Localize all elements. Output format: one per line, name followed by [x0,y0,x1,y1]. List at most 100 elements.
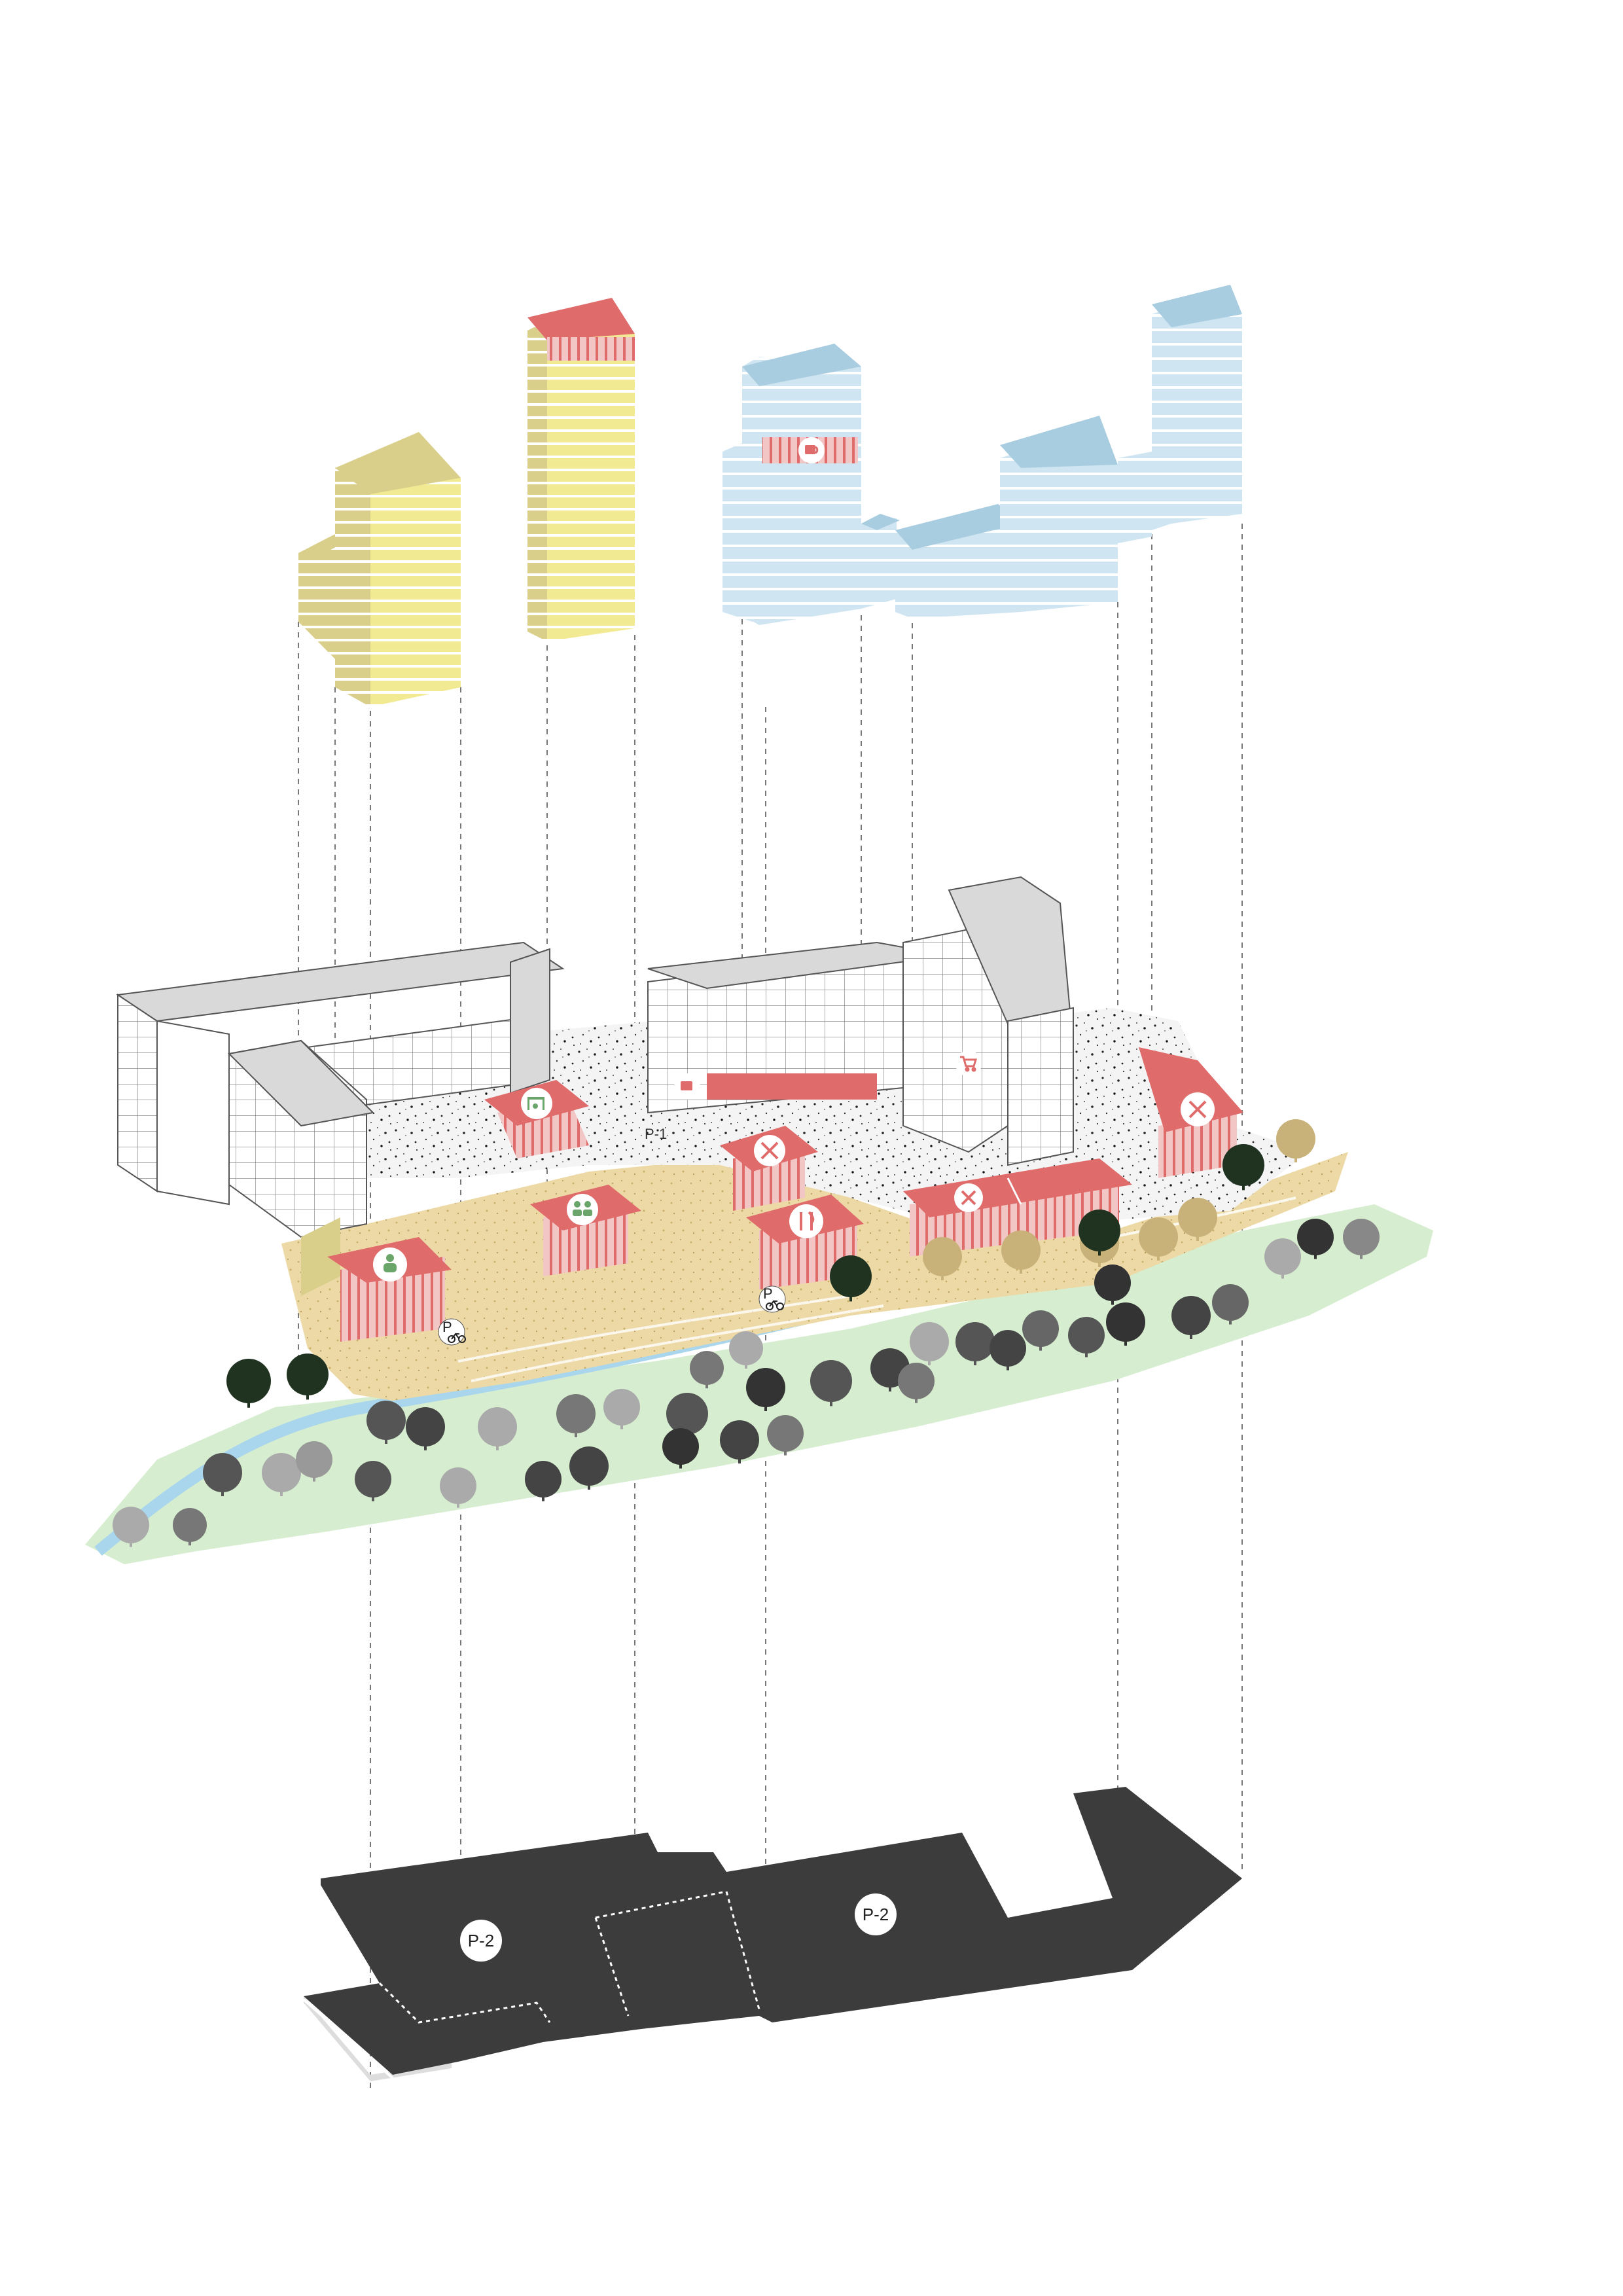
slab-dashed-boundary [378,1890,760,2024]
tree-icon [1343,1219,1380,1259]
slab-top [304,1787,1242,2075]
tree-icon [1212,1284,1249,1325]
existing-northeast-tower-front [1007,1007,1074,1166]
office-mid-front [912,524,1021,619]
tower-center-front [547,321,635,641]
office-link-roof [861,514,900,530]
tree-icon [525,1461,562,1501]
parking-label-p2-right: P-2 [863,1905,889,1924]
tree-icon [556,1394,596,1437]
office-west-roof [742,344,861,386]
tree-icon [1276,1119,1315,1162]
shop-badge [955,1050,982,1077]
office-west-side [742,357,759,625]
playground-icon [527,1097,544,1110]
tree-icon [569,1446,609,1490]
tree-icon [990,1330,1026,1371]
housing-tower-left [298,432,461,707]
basement-parking-slab: P-2 P-2 [302,1787,1243,2081]
office-tower-side [1152,308,1171,530]
tree-icon [1106,1302,1145,1346]
tree-icon [1139,1217,1178,1261]
existing-west-block-front [156,1020,230,1206]
tower-center-side [527,321,547,641]
existing-west-block-side [117,994,158,1193]
tree-icon [287,1354,329,1400]
tree-icon [662,1428,699,1469]
tree-icon [810,1360,852,1407]
office-gap-low [1118,452,1152,543]
office-mid-roof [895,504,1021,550]
tree-icon [603,1389,640,1429]
tree-icon [1094,1265,1131,1305]
existing-tall-block [510,948,550,1094]
pavilion-community [530,1185,641,1276]
tree-icon [1264,1238,1301,1279]
tree-icon [366,1401,406,1444]
tree-icon [173,1508,207,1546]
parking-label-p2-left: P-2 [468,1931,494,1950]
tree-icon [746,1368,785,1411]
tree-icon [203,1453,242,1496]
office-mid-side [895,530,912,619]
tree-icon [1068,1317,1105,1357]
tree-icon [898,1363,935,1403]
office-cluster [722,285,1242,625]
tower-center-red-band [547,337,635,361]
tree-icon [226,1359,271,1408]
tree-icon [262,1453,301,1496]
pavilion-childcare: P [301,1217,466,1346]
people-icon [573,1201,592,1216]
existing-buildings [116,876,1075,1238]
office-tower-roof [1152,285,1242,327]
office-east-side [1000,452,1021,612]
pavilion-workshop-east [1139,1047,1243,1178]
parking-label-p1: P-1 [645,1126,667,1142]
tower-left-front [370,455,461,707]
shop-frontage [707,1073,877,1100]
tree-icon [666,1393,708,1439]
wrench-tools-icon [961,1190,976,1206]
bicycle-icon [766,1300,784,1310]
tree-icon [406,1407,445,1450]
tree-icon [923,1237,962,1280]
tree-icon [1079,1210,1120,1256]
office-link-low [861,517,897,609]
shopping-cart-icon [960,1056,978,1072]
tree-icon [910,1322,949,1365]
tree-icon [720,1420,759,1463]
parking-p2-badge-left [460,1920,502,1962]
office-east-roof [1000,416,1118,468]
trees [113,1119,1380,1547]
tree-icon [1178,1198,1217,1241]
office-west-front [759,357,861,625]
baby-icon [383,1254,397,1272]
tree-icon [955,1322,995,1365]
office-east-front [1021,452,1118,612]
tree-icon [830,1255,872,1302]
wrench-tools-icon [1188,1100,1207,1119]
tree-icon [355,1461,391,1501]
parking-p2-badge-right [855,1893,897,1935]
existing-west-block-roof [116,941,565,1022]
existing-south-wing-roof [227,1039,375,1127]
office-tower-front [1171,308,1242,524]
tree-icon [690,1351,724,1389]
tower-left-side [335,455,370,707]
tower-center-roof [527,298,635,340]
wrench-tools-icon [760,1141,779,1160]
tower-left-roof [335,432,461,494]
housing-tower-center [527,298,635,641]
bike-parking-label-left: P [442,1319,452,1335]
bike-parking-label-right: P [763,1285,773,1302]
tree-icon [296,1441,332,1482]
pavilion-playground [484,1080,589,1158]
tree-icon [1171,1296,1211,1339]
tree-icon [1222,1144,1264,1191]
coffee-cup-icon-ground [681,1081,692,1090]
tree-icon [1001,1230,1041,1274]
pavilion-workshop-center [720,1126,818,1211]
tree-icon [767,1415,804,1456]
tree-icon [729,1331,763,1369]
tower-left-low-side [298,531,340,664]
